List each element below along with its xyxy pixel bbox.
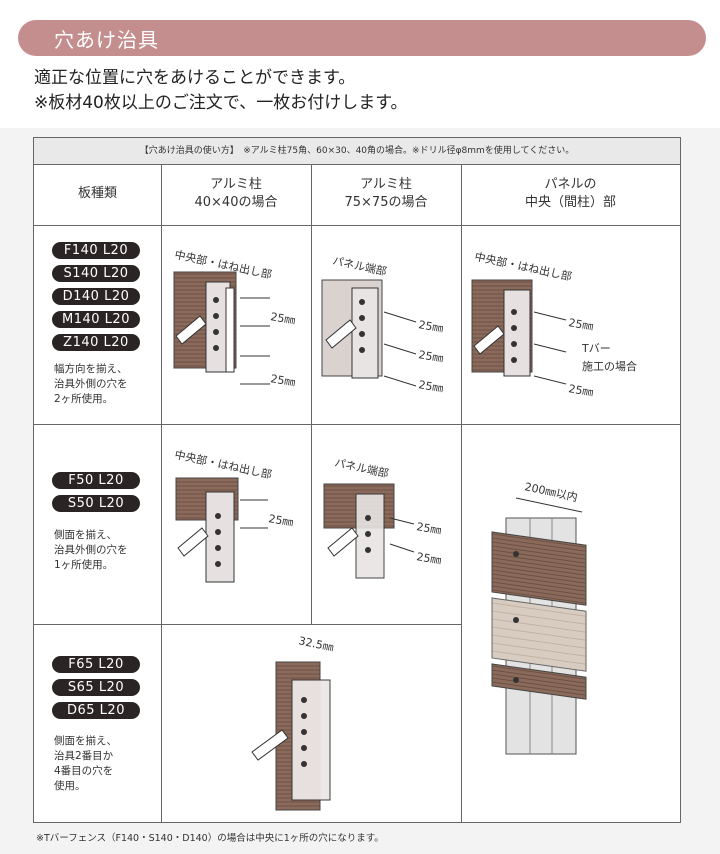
- row1-description: 幅方向を揃え、 治具外側の穴を 2ヶ所使用。: [54, 362, 128, 407]
- model-badge: F140 L20: [52, 242, 140, 259]
- label-25mm: 25㎜: [567, 316, 594, 333]
- footnote: ※Tバーフェンス（F140・S140・D140）の場合は中央に1ヶ所の穴になりま…: [36, 833, 384, 844]
- label-325mm: 32.5㎜: [297, 634, 334, 654]
- model-badge: F65 L20: [52, 656, 140, 673]
- col3-divider: [461, 164, 462, 823]
- desc-line: 治具2番目か: [54, 750, 114, 762]
- desc-line: 使用。: [54, 780, 86, 792]
- label-25mm: 25㎜: [567, 382, 594, 399]
- label-200mm: 200㎜以内: [523, 479, 579, 504]
- model-badge: F50 L20: [52, 472, 140, 489]
- table-note: 【穴あけ治具の使い方】 ※アルミ柱75角、60×30、40角の場合。※ドリル径φ…: [34, 138, 680, 165]
- header-board-type: 板種類: [77, 186, 117, 201]
- col1-divider: [161, 164, 162, 823]
- header-alu-75-line2: 75×75の場合: [344, 195, 428, 210]
- desc-line: 1ヶ所使用。: [54, 559, 114, 571]
- desc-line: 側面を揃え、: [54, 529, 117, 541]
- header-panel-center: パネルの中央（間柱）部: [461, 176, 680, 212]
- header-divider: [34, 225, 680, 226]
- illus-post-panels: 200㎜以内: [491, 479, 587, 755]
- desc-line: 側面を揃え、: [54, 735, 117, 747]
- label-center: 中央部・はね出し部: [473, 249, 573, 283]
- header-alu-40-line1: アルミ柱: [210, 177, 262, 192]
- label-25mm: 25㎜: [417, 378, 444, 395]
- label-tbar: Tバー: [581, 342, 611, 355]
- label-25mm: 25㎜: [267, 512, 294, 529]
- model-badge: S50 L20: [52, 495, 140, 512]
- model-badge: S140 L20: [52, 265, 140, 282]
- illus-row3: 32.5㎜: [251, 634, 335, 811]
- model-badge: M140 L20: [52, 311, 140, 328]
- label-panel-end: パネル端部: [333, 455, 390, 480]
- illus-panel-center-row1: 中央部・はね出し部 25㎜ Tバー 施工の場合 25㎜: [471, 249, 637, 399]
- row1-divider: [34, 424, 680, 425]
- label-25mm: 25㎜: [417, 318, 444, 335]
- intro-line-1: 適正な位置に穴をあけることができます。: [34, 68, 356, 88]
- header-alu-40: アルミ柱 40×40の場合: [161, 176, 311, 212]
- page-title: 穴あけ治具: [54, 28, 159, 52]
- header-alu-75-line1: アルミ柱: [360, 177, 412, 192]
- illus-alu75-row2: パネル端部 25㎜ 25㎜: [323, 455, 442, 579]
- header-panel-center-line1: パネルの: [544, 177, 597, 192]
- model-badge: D65 L20: [52, 702, 140, 719]
- label-25mm: 25㎜: [417, 348, 444, 365]
- usage-table: 【穴あけ治具の使い方】 ※アルミ柱75角、60×30、40角の場合。※ドリル径φ…: [33, 137, 681, 823]
- header-alu-40-line2: 40×40の場合: [194, 195, 278, 210]
- intro-line-2: ※板材40枚以上のご注文で、一枚お付けします。: [34, 93, 408, 113]
- model-badge: D140 L20: [52, 288, 140, 305]
- row3-description: 側面を揃え、 治具2番目か 4番目の穴を 使用。: [54, 734, 117, 794]
- desc-line: 4番目の穴を: [54, 765, 114, 777]
- desc-line: 幅方向を揃え、: [54, 363, 128, 375]
- label-25mm: 25㎜: [269, 310, 296, 327]
- illus-alu40-row2: 中央部・はね出し部 25㎜: [173, 447, 294, 583]
- header-alu-75: アルミ柱 75×75の場合: [311, 176, 461, 212]
- title-banner: 穴あけ治具: [18, 20, 706, 56]
- model-badge: S65 L20: [52, 679, 140, 696]
- label-25mm: 25㎜: [269, 372, 296, 389]
- header-panel-center-line2: 中央（間柱）部: [524, 195, 616, 210]
- row2-divider: [34, 624, 462, 625]
- intro-text: 適正な位置に穴をあけることができます。 ※板材40枚以上のご注文で、一枚お付けし…: [34, 66, 408, 116]
- desc-line: 2ヶ所使用。: [54, 393, 114, 405]
- desc-line: 治具外側の穴を: [54, 544, 128, 556]
- label-panel-end: パネル端部: [331, 253, 388, 278]
- desc-line: 治具外側の穴を: [54, 378, 128, 390]
- row2-description: 側面を揃え、 治具外側の穴を 1ヶ所使用。: [54, 528, 128, 573]
- label-25mm: 25㎜: [415, 520, 442, 537]
- label-25mm: 25㎜: [415, 550, 442, 567]
- illus-alu40-row1: 中央部・はね出し部 25㎜ 25㎜: [173, 247, 296, 389]
- col2-divider: [311, 164, 312, 624]
- label-tbar-case: 施工の場合: [582, 359, 637, 373]
- illus-alu75-row1: パネル端部 25㎜ 25㎜ 25㎜: [321, 253, 444, 395]
- label-center: 中央部・はね出し部: [173, 447, 273, 481]
- model-badge: Z140 L20: [52, 334, 140, 351]
